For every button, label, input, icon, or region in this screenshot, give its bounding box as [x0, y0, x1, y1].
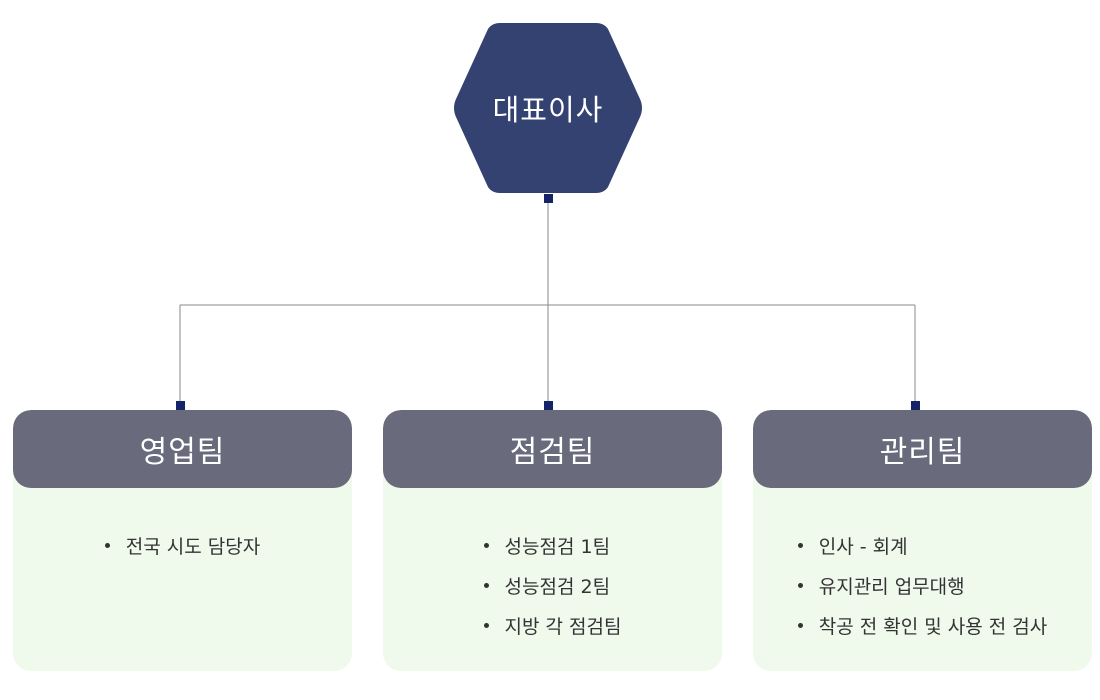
team-header: 영업팀	[13, 410, 352, 488]
list-item: 성능점검 2팀	[483, 565, 622, 605]
bullet-icon	[797, 542, 803, 548]
list-item-text: 착공 전 확인 및 사용 전 검사	[818, 615, 1048, 638]
list-item: 성능점검 1팀	[483, 525, 622, 565]
team-card-sales: 영업팀 전국 시도 담당자	[13, 410, 352, 671]
bullet-icon	[483, 542, 489, 548]
bullet-icon	[483, 582, 489, 588]
team-item-list: 인사 - 회계 유지관리 업무대행 착공 전 확인 및 사용 전 검사	[753, 525, 1092, 645]
list-item-text: 인사 - 회계	[818, 535, 908, 558]
team-header: 관리팀	[753, 410, 1092, 488]
ceo-label: 대표이사	[492, 93, 604, 127]
list-item: 지방 각 점검팀	[483, 605, 622, 645]
connector-dot-ceo	[544, 194, 553, 203]
team-card-inspection: 점검팀 성능점검 1팀 성능점검 2팀 지방 각 점검팀	[383, 410, 722, 671]
connector-dot-team-2	[544, 401, 553, 410]
bullet-icon	[797, 582, 803, 588]
list-item-text: 성능점검 2팀	[504, 575, 611, 598]
bullet-icon	[104, 542, 110, 548]
ceo-node: 대표이사	[452, 23, 644, 193]
list-item: 유지관리 업무대행	[797, 565, 1048, 605]
connector-dot-team-1	[176, 401, 185, 410]
connector-dot-team-3	[911, 401, 920, 410]
team-item-list: 전국 시도 담당자	[13, 525, 352, 565]
bullet-icon	[483, 622, 489, 628]
hexagon-shape	[454, 23, 642, 193]
list-item-text: 지방 각 점검팀	[504, 615, 622, 638]
bullet-icon	[797, 622, 803, 628]
team-header: 점검팀	[383, 410, 722, 488]
list-item: 전국 시도 담당자	[104, 525, 261, 565]
list-item-text: 유지관리 업무대행	[818, 575, 965, 598]
list-item-text: 전국 시도 담당자	[125, 535, 261, 558]
team-card-management: 관리팀 인사 - 회계 유지관리 업무대행 착공 전 확인 및 사용 전 검사	[753, 410, 1092, 671]
list-item: 인사 - 회계	[797, 525, 1048, 565]
team-item-list: 성능점검 1팀 성능점검 2팀 지방 각 점검팀	[383, 525, 722, 645]
list-item: 착공 전 확인 및 사용 전 검사	[797, 605, 1048, 645]
list-item-text: 성능점검 1팀	[504, 535, 611, 558]
